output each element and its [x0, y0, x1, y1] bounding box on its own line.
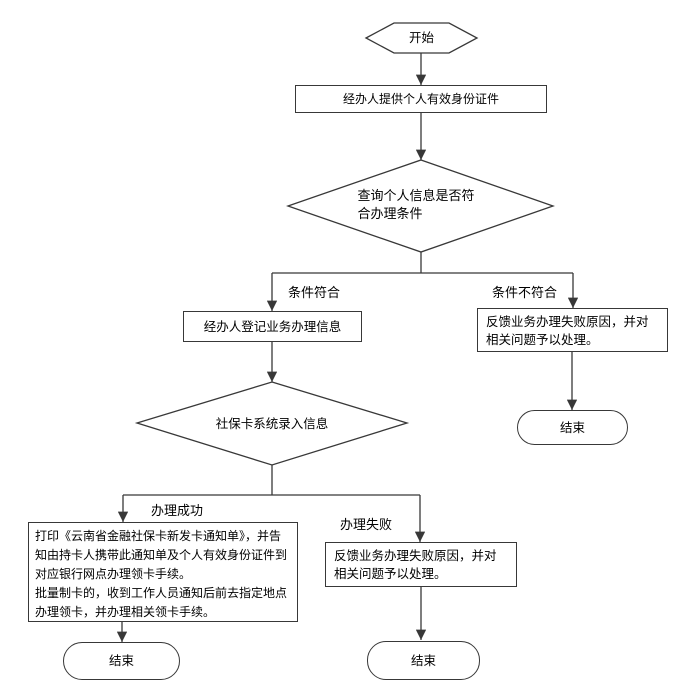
- end-node-top-right: 结束: [517, 410, 628, 445]
- decision-eligibility-label: 查询个人信息是否符合办理条件: [288, 160, 553, 252]
- process-feedback-fail-bottom: 反馈业务办理失败原因，并对相关问题予以处理。: [325, 542, 517, 587]
- connector-decision1-branch-line: [272, 252, 573, 274]
- end-node-bottom-left: 结束: [63, 642, 180, 680]
- connector-group: [116, 53, 579, 642]
- start-node-label: 开始: [408, 30, 434, 45]
- edge-label-process-success: 办理成功: [151, 504, 204, 519]
- end-node-bottom-right: 结束: [367, 641, 480, 680]
- edge-label-condition-not-met: 条件不符合: [492, 286, 558, 301]
- process-print-notice: 打印《云南省金融社保卡新发卡通知单》，并告知由持卡人携带此通知单及个人有效身份证…: [28, 522, 298, 622]
- process-feedback-fail-top: 反馈业务办理失败原因，并对相关问题予以处理。: [477, 308, 668, 352]
- edge-label-condition-met: 条件符合: [288, 286, 341, 301]
- process-provide-id: 经办人提供个人有效身份证件: [295, 85, 547, 113]
- edge-label-process-fail: 办理失败: [340, 518, 393, 533]
- connector-decision2-branch-line: [123, 465, 420, 496]
- process-register-info: 经办人登记业务办理信息: [183, 311, 362, 342]
- decision-eligibility-text: 查询个人信息是否符合办理条件: [357, 189, 475, 222]
- decision-card-entry-label: 社保卡系统录入信息: [215, 415, 329, 431]
- start-hexagon-shape: [364, 22, 479, 54]
